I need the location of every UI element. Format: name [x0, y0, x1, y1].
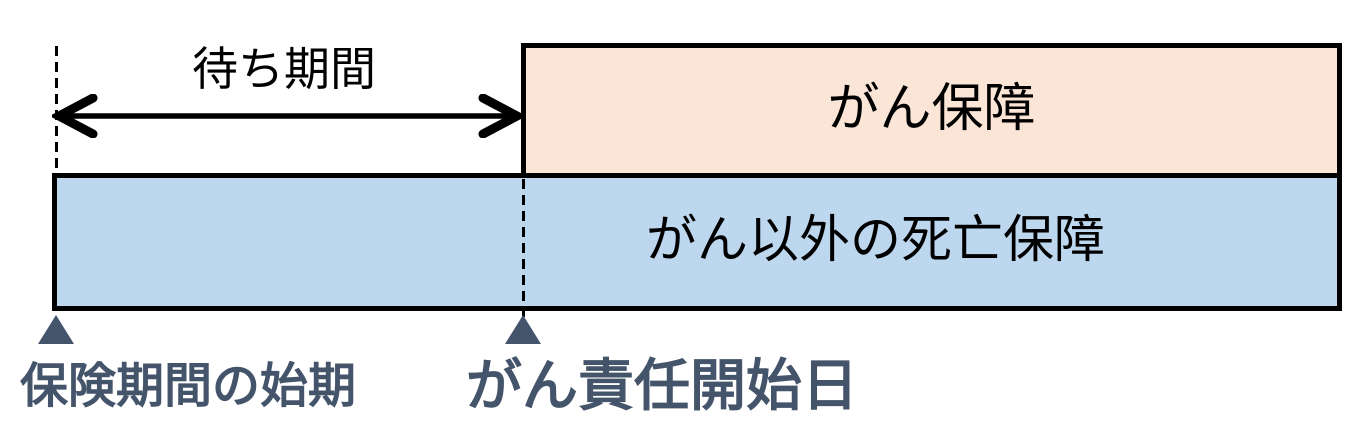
liability-start-dashed-line: [522, 179, 525, 317]
death-coverage-box: [52, 173, 1342, 311]
cancer-coverage-box: [521, 43, 1342, 178]
non-cancer-death-coverage-label: がん以外の死亡保障: [646, 211, 1106, 268]
double-headed-arrow-icon: [52, 94, 524, 138]
policy-start-triangle-up-icon: [38, 315, 74, 344]
cancer-coverage-label: がん保障: [827, 80, 1036, 138]
policy-start-dashed-line: [55, 46, 58, 173]
cancer-liability-start-caption: がん責任開始日: [466, 354, 858, 417]
waiting-period-label: 待ち期間: [192, 43, 376, 95]
policy-period-start-caption: 保険期間の始期: [20, 360, 357, 413]
liability-start-triangle-up-icon: [505, 315, 541, 344]
